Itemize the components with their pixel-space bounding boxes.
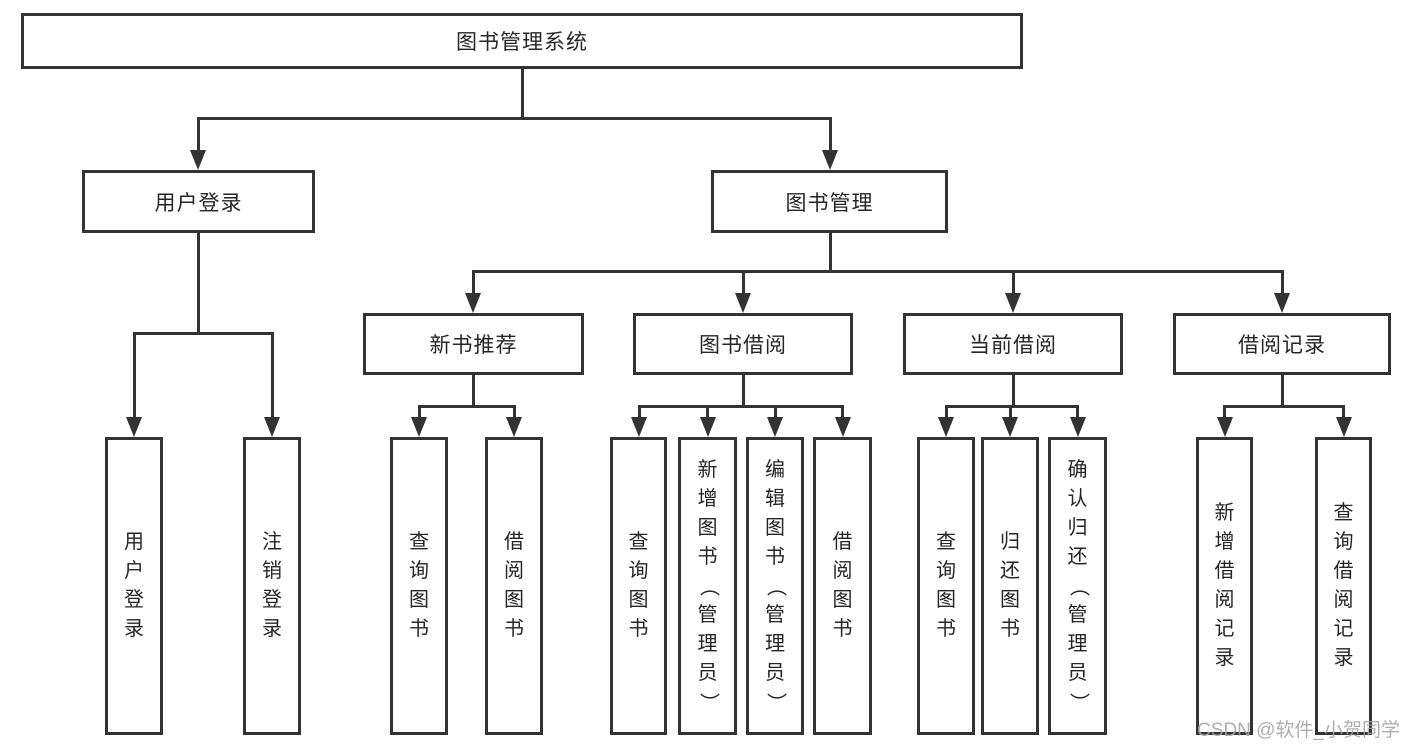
connector-line — [471, 375, 475, 408]
arrowhead-down-icon — [1070, 417, 1086, 437]
arrowhead-down-icon — [1002, 417, 1018, 437]
arrowhead-down-icon — [126, 417, 142, 437]
node-borrowing-records: 借阅记录 — [1173, 313, 1391, 375]
connector-line — [828, 233, 832, 273]
connector-line — [773, 407, 777, 419]
node-label: 新增图书（管理员） — [697, 458, 719, 713]
node-label: 当前借阅 — [969, 334, 1057, 357]
node-current-borrowing: 当前借阅 — [903, 313, 1123, 375]
connector-line — [1076, 407, 1079, 419]
connector-line — [1223, 407, 1226, 419]
node-leaf-edit-book-admin: 编辑图书（管理员） — [746, 437, 804, 735]
arrowhead-down-icon — [1005, 293, 1021, 313]
connector-line — [196, 119, 200, 152]
arrowhead-down-icon — [264, 417, 280, 437]
node-label: 确认归还（管理员） — [1067, 458, 1089, 713]
node-book-management: 图书管理 — [711, 170, 948, 233]
connector-line — [471, 270, 1284, 273]
arrowhead-down-icon — [465, 293, 481, 313]
node-label: 新增借阅记录 — [1214, 502, 1235, 669]
connector-line — [706, 407, 709, 419]
connector-line — [471, 272, 475, 295]
node-user-login: 用户登录 — [82, 170, 315, 233]
node-label: 查询图书 — [936, 531, 956, 640]
connector-line — [637, 405, 844, 408]
node-leaf-add-borrow-record: 新增借阅记录 — [1196, 437, 1253, 735]
arrowhead-down-icon — [506, 417, 522, 437]
connector-line — [841, 407, 844, 419]
node-leaf-query-books-borrowing: 查询图书 — [610, 437, 667, 735]
node-leaf-borrow-books-recommend: 借阅图书 — [485, 437, 543, 735]
arrowhead-down-icon — [735, 293, 751, 313]
arrowhead-down-icon — [631, 417, 647, 437]
connector-line — [417, 407, 421, 419]
arrowhead-down-icon — [938, 417, 954, 437]
node-leaf-logout: 注销登录 — [243, 437, 301, 735]
node-book-borrowing: 图书借阅 — [633, 313, 853, 375]
arrowhead-down-icon — [1274, 293, 1290, 313]
connector-line — [1280, 375, 1284, 408]
connector-line — [1280, 272, 1284, 295]
arrowhead-down-icon — [767, 417, 783, 437]
node-label: 用户登录 — [154, 191, 243, 215]
node-leaf-borrow-books-borrowing: 借阅图书 — [813, 437, 872, 735]
arrowhead-down-icon — [700, 417, 716, 437]
node-label: 注销登录 — [262, 531, 282, 640]
node-leaf-user-login: 用户登录 — [105, 437, 163, 735]
arrowhead-down-icon — [835, 417, 851, 437]
arrowhead-down-icon — [190, 150, 206, 170]
node-label: 新书推荐 — [429, 334, 518, 357]
connector-line — [944, 405, 1079, 408]
node-label: 借阅图书 — [832, 531, 853, 640]
connector-line — [196, 117, 832, 120]
connector-line — [1342, 407, 1345, 419]
csdn-watermark: CSDN @软件_小贺同学 — [1197, 720, 1400, 741]
node-label: 图书管理 — [785, 191, 874, 215]
connector-line — [132, 334, 136, 419]
connector-line — [1223, 405, 1345, 408]
connector-line — [520, 69, 524, 120]
node-leaf-return-book: 归还图书 — [981, 437, 1039, 735]
arrowhead-down-icon — [1336, 417, 1352, 437]
connector-line — [1008, 407, 1012, 419]
connector-line — [512, 407, 516, 419]
arrowhead-down-icon — [411, 417, 427, 437]
node-label: 归还图书 — [1000, 531, 1020, 640]
node-label: 编辑图书（管理员） — [764, 458, 787, 713]
node-new-book-recommend: 新书推荐 — [363, 313, 584, 375]
node-label: 查询借阅记录 — [1333, 502, 1354, 669]
node-label: 图书管理系统 — [456, 31, 588, 54]
connector-line — [637, 407, 641, 419]
node-label: 借阅图书 — [504, 531, 524, 640]
node-label: 借阅记录 — [1238, 334, 1326, 357]
connector-line — [196, 233, 200, 335]
node-leaf-query-books-current: 查询图书 — [917, 437, 975, 735]
connector-line — [1011, 375, 1015, 408]
node-label: 查询图书 — [409, 531, 429, 640]
connector-line — [741, 272, 745, 295]
connector-line — [417, 405, 516, 408]
node-leaf-query-books-recommend: 查询图书 — [390, 437, 448, 735]
node-label: 图书借阅 — [699, 334, 787, 357]
connector-line — [132, 332, 274, 335]
connector-line — [270, 334, 274, 419]
node-leaf-add-book-admin: 新增图书（管理员） — [678, 437, 737, 735]
connector-line — [828, 119, 832, 152]
arrowhead-down-icon — [822, 150, 838, 170]
connector-line — [1011, 272, 1015, 295]
connector-line — [741, 375, 745, 408]
connector-line — [944, 407, 948, 419]
node-root-book-management-system: 图书管理系统 — [21, 13, 1023, 69]
node-label: 用户登录 — [124, 531, 144, 640]
arrowhead-down-icon — [1217, 417, 1233, 437]
node-leaf-query-borrow-record: 查询借阅记录 — [1315, 437, 1372, 735]
node-label: 查询图书 — [628, 531, 649, 640]
node-leaf-confirm-return-admin: 确认归还（管理员） — [1048, 437, 1107, 735]
